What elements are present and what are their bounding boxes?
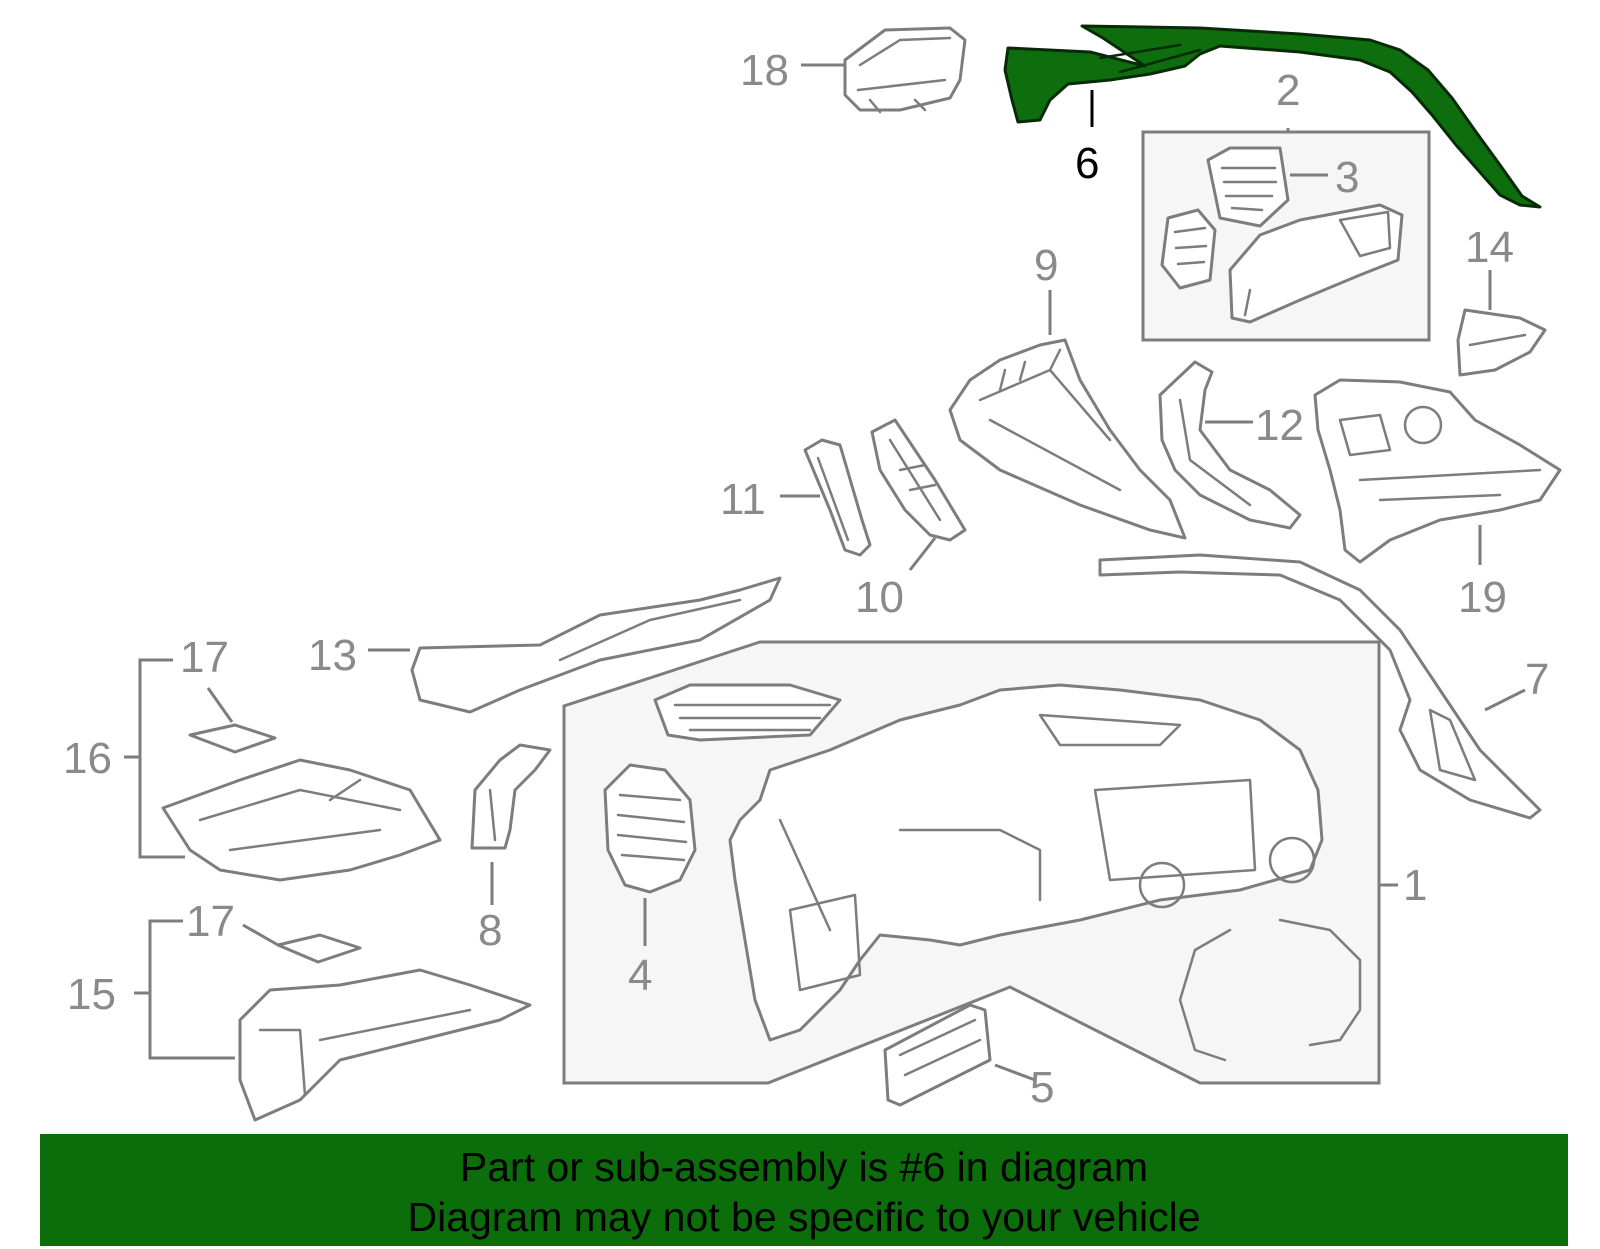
callout-13: 13 [308, 631, 357, 680]
callout-15: 15 [67, 970, 116, 1019]
info-banner: Part or sub-assembly is #6 in diagram Di… [40, 1134, 1568, 1246]
callout-17-lower: 17 [186, 897, 235, 946]
part-7[interactable] [1098, 553, 1542, 820]
part-14[interactable] [1456, 308, 1547, 377]
part-13[interactable] [410, 576, 782, 714]
callout-19: 19 [1458, 573, 1507, 622]
bracket-15 [148, 919, 235, 1060]
part-10[interactable] [870, 418, 967, 542]
part-17-upper[interactable] [188, 723, 277, 754]
callout-6: 6 [1075, 139, 1099, 188]
callout-5: 5 [1030, 1063, 1054, 1112]
part-5[interactable] [883, 1003, 992, 1107]
part-9[interactable] [948, 338, 1187, 540]
part-2-door [1228, 203, 1404, 324]
part-1-trim-right [1278, 918, 1362, 1047]
part-11[interactable] [803, 438, 872, 557]
part-12[interactable] [1158, 360, 1302, 530]
callout-18: 18 [740, 46, 789, 95]
part-3-vent[interactable] [1206, 146, 1290, 228]
part-1-dash [728, 683, 1324, 1042]
part-17-lower[interactable] [276, 933, 362, 964]
banner-line-2: Diagram may not be specific to your vehi… [407, 1194, 1201, 1240]
banner-line-1: Part or sub-assembly is #6 in diagram [459, 1144, 1149, 1190]
callout-3: 3 [1335, 153, 1359, 202]
callout-17-upper: 17 [180, 633, 229, 682]
part-6-highlighted[interactable] [1003, 24, 1542, 209]
part-8[interactable] [470, 743, 552, 850]
callout-12: 12 [1255, 401, 1304, 450]
part-1-vent-top [653, 683, 842, 742]
part-16[interactable] [161, 758, 442, 882]
callout-7: 7 [1525, 655, 1549, 704]
part-1-trim-left [1178, 928, 1232, 1062]
callout-16: 16 [63, 734, 112, 783]
part-15[interactable] [238, 968, 532, 1122]
callout-8: 8 [478, 906, 502, 955]
callout-14: 14 [1465, 223, 1514, 272]
callout-4: 4 [628, 951, 652, 1000]
leader-lines [206, 63, 1526, 1082]
part-2-left-vent [1160, 208, 1217, 290]
callout-2: 2 [1276, 66, 1300, 115]
part-4-vent[interactable] [603, 763, 697, 894]
callout-9: 9 [1034, 241, 1058, 290]
callout-10: 10 [855, 573, 904, 622]
callout-11: 11 [720, 475, 766, 524]
part-18[interactable] [843, 26, 967, 114]
callout-1: 1 [1403, 861, 1427, 910]
part-19[interactable] [1313, 378, 1562, 564]
